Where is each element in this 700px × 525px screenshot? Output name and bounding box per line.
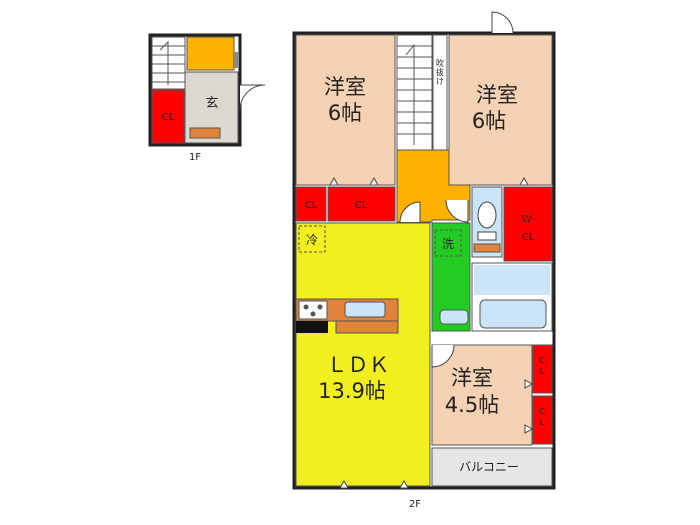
door-room-nw-hall bbox=[399, 201, 421, 223]
wic-label-bottom: CL bbox=[522, 232, 535, 243]
closet-mid bbox=[327, 186, 396, 222]
fridge-space bbox=[298, 225, 326, 253]
wic-label-top: W- bbox=[521, 214, 534, 225]
walk-in-closet bbox=[503, 186, 553, 262]
wash-basin bbox=[439, 309, 469, 325]
door-room-s bbox=[431, 344, 455, 368]
room-s-size: 4.5帖 bbox=[445, 393, 499, 417]
window-marks bbox=[329, 176, 534, 489]
floor2-plan: 洋室 6帖 吹抜け 洋室 6帖 CL bbox=[292, 11, 556, 510]
floor1-entrance-label: 玄 bbox=[205, 96, 218, 111]
room-s bbox=[431, 344, 533, 446]
room-s-name: 洋室 bbox=[451, 366, 493, 390]
floor1-entrance-door bbox=[239, 84, 266, 111]
balcony bbox=[431, 447, 553, 487]
balcony-label: バルコニー bbox=[459, 460, 519, 474]
closet-small-a bbox=[532, 344, 553, 394]
washer-label: 洗 bbox=[442, 237, 454, 251]
floor1-shoe-box bbox=[189, 127, 221, 139]
closet-mid-label: CL bbox=[355, 200, 368, 211]
door-wash bbox=[445, 199, 469, 223]
floor1-closet bbox=[151, 89, 185, 144]
kitchen-sink bbox=[344, 301, 386, 318]
room-ne bbox=[448, 34, 553, 186]
room-ne-name: 洋室 bbox=[476, 83, 518, 107]
closet-small-b bbox=[532, 395, 553, 445]
kitchen-counter-return bbox=[335, 320, 399, 334]
washer-space bbox=[434, 229, 462, 257]
closet-left-label: CL bbox=[305, 200, 318, 211]
room-nw-name: 洋室 bbox=[324, 75, 366, 99]
room-nw bbox=[295, 34, 396, 186]
floor1-plan: CL 玄 1F bbox=[148, 33, 266, 163]
void-area bbox=[432, 34, 448, 151]
floor1-storage bbox=[186, 36, 235, 71]
balcony-door-north bbox=[491, 11, 514, 34]
floor1-closet-label: CL bbox=[162, 112, 175, 123]
floor2-label: 2F bbox=[409, 499, 421, 510]
floor1-label: 1F bbox=[189, 152, 201, 163]
bathtub bbox=[479, 299, 547, 329]
ldk-room bbox=[295, 222, 431, 487]
kitchen-black-bar bbox=[296, 321, 328, 333]
bathroom-floor bbox=[474, 265, 550, 295]
ldk-name: ＬＤＫ bbox=[327, 353, 390, 377]
room-ne-size: 6帖 bbox=[472, 109, 506, 133]
toilet-bowl bbox=[477, 201, 497, 229]
fridge-label: 冷 bbox=[306, 233, 318, 247]
ldk-size: 13.9帖 bbox=[318, 379, 386, 403]
room-nw-size: 6帖 bbox=[328, 101, 362, 125]
closet-left bbox=[295, 186, 327, 222]
void-label: 吹抜け bbox=[436, 58, 444, 86]
